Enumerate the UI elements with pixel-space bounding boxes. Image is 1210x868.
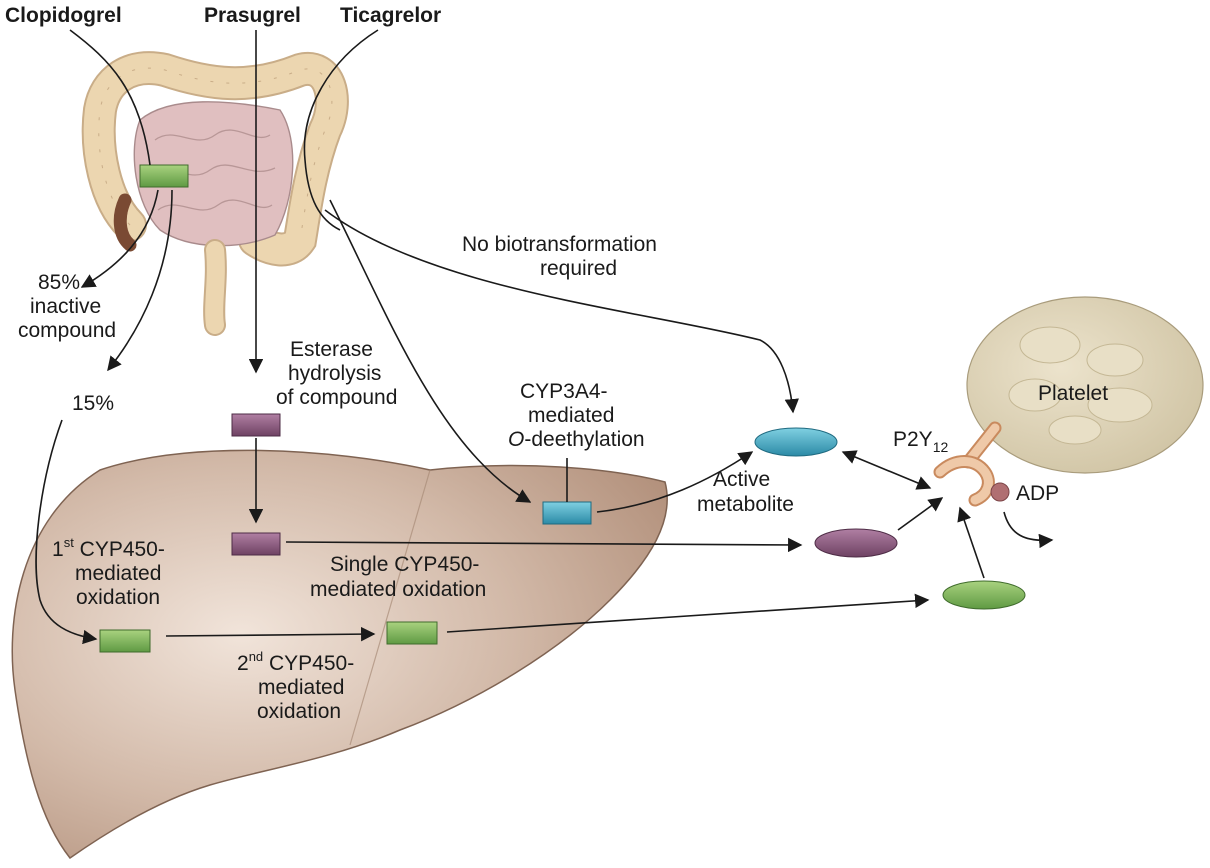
prasugrel-label: Prasugrel [204, 4, 301, 27]
svg-text:O-deethylation: O-deethylation [508, 428, 645, 451]
svg-text:mediated: mediated [258, 676, 344, 699]
prasugrel-active-metabolite [814, 528, 898, 558]
svg-text:of compound: of compound [276, 386, 397, 409]
svg-text:compound: compound [18, 319, 116, 342]
active-metabolite-label: Active metabolite [697, 468, 794, 516]
pathway-arrows [35, 29, 1054, 645]
adp-label: ADP [1016, 482, 1059, 505]
svg-text:No biotransformation: No biotransformation [462, 233, 657, 256]
svg-text:required: required [540, 257, 617, 280]
first-cyp450-label: 1st CYP450- mediated oxidation [52, 535, 165, 609]
prasugrel-box-2 [231, 532, 281, 556]
p2y12-label: P2Y12 [893, 428, 948, 455]
svg-text:Active: Active [713, 468, 770, 491]
p2y12-receptor [933, 421, 1002, 507]
svg-text:CYP3A4-: CYP3A4- [520, 380, 608, 403]
platelet-label: Platelet [1038, 382, 1108, 405]
svg-text:oxidation: oxidation [257, 700, 341, 723]
no-biotransformation-label: No biotransformation required [462, 233, 657, 280]
adp-molecule [990, 482, 1010, 502]
intestines [81, 51, 349, 336]
clopidogrel-box-1 [99, 629, 151, 653]
svg-text:hydrolysis: hydrolysis [288, 362, 381, 385]
ticagrelor-active-metabolite [754, 427, 838, 457]
clopidogrel-gut-box [139, 164, 189, 188]
svg-text:2nd CYP450-: 2nd CYP450- [237, 649, 354, 675]
svg-text:metabolite: metabolite [697, 493, 794, 516]
svg-text:mediated: mediated [528, 404, 614, 427]
cyp3a4-label: CYP3A4- mediated O-deethylation [508, 380, 645, 451]
svg-text:mediated: mediated [75, 562, 161, 585]
clopidogrel-label: Clopidogrel [5, 4, 122, 27]
svg-text:oxidation: oxidation [76, 586, 160, 609]
single-cyp450-label: Single CYP450- mediated oxidation [310, 553, 486, 601]
svg-text:mediated oxidation: mediated oxidation [310, 578, 486, 601]
clopidogrel-box-2 [386, 621, 438, 645]
second-cyp450-label: 2nd CYP450- mediated oxidation [237, 649, 354, 723]
svg-text:1st CYP450-: 1st CYP450- [52, 535, 165, 561]
clopidogrel-active-metabolite [942, 580, 1026, 610]
svg-text:Single CYP450-: Single CYP450- [330, 553, 479, 576]
svg-text:Esterase: Esterase [290, 338, 373, 361]
inactive-compound-label: 85% inactive compound [18, 271, 116, 342]
liver [11, 449, 668, 860]
svg-text:85%: 85% [38, 271, 80, 294]
esterase-label: Esterase hydrolysis of compound [276, 338, 397, 409]
prasugrel-box-1 [231, 413, 281, 437]
ticagrelor-label: Ticagrelor [340, 4, 441, 27]
svg-text:inactive: inactive [30, 295, 101, 318]
platelet [966, 296, 1204, 474]
ticagrelor-box [542, 501, 592, 525]
pct-15-label: 15% [72, 392, 114, 415]
